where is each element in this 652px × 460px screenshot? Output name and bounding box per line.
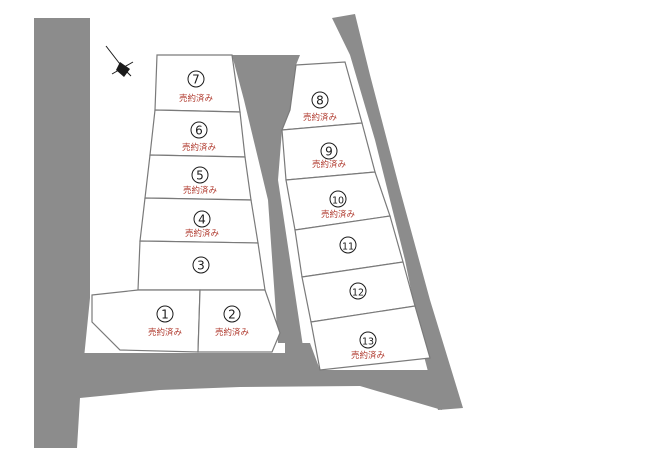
lot-7-number-ring: [187, 70, 205, 88]
lot-13-number-ring: [359, 331, 377, 349]
lot-9-number: 9: [325, 145, 333, 159]
lot-1[interactable]: [91, 289, 201, 353]
lot-5-number: 5: [196, 169, 204, 183]
lot-5-number-ring: [191, 166, 209, 184]
lot-2[interactable]: [197, 289, 281, 353]
lot-4-number-ring: [193, 210, 211, 228]
lot-5-sold-label: 売約済み: [183, 185, 218, 196]
lot-6-number: 6: [195, 124, 203, 138]
lot-13-sold-label: 売約済み: [351, 350, 386, 361]
lot-8-sold-label: 売約済み: [303, 112, 338, 123]
lot-11-number: 11: [342, 242, 354, 253]
lot-3-number: 3: [197, 259, 205, 273]
lot-8-number: 8: [316, 94, 324, 108]
lot-2-sold-label: 売約済み: [215, 327, 250, 338]
lot-13[interactable]: [310, 305, 431, 371]
lot-7-sold-label: 売約済み: [179, 93, 214, 104]
road-bottom: [80, 343, 442, 410]
lot-2-number: 2: [228, 308, 236, 322]
lot-1-sold-label: 売約済み: [148, 327, 183, 338]
lot-12-number: 12: [352, 288, 364, 299]
lot-4-number: 4: [198, 213, 206, 227]
lot-6-sold-label: 売約済み: [182, 142, 217, 153]
lot-6-number-ring: [190, 121, 208, 139]
lot-1-number: 1: [161, 308, 169, 322]
north-arrow-icon: [105, 45, 134, 77]
lot-10-number: 10: [332, 196, 344, 207]
lot-1-number-ring: [156, 305, 174, 323]
lots-right-block: [281, 61, 431, 371]
road-right: [332, 14, 463, 410]
lot-2-number-ring: [223, 305, 241, 323]
lot-11-number-ring: [339, 236, 357, 254]
lot-10-number-ring: [329, 190, 347, 208]
road-left: [34, 18, 90, 448]
lot-9-sold-label: 売約済み: [312, 159, 347, 170]
lot-4-sold-label: 売約済み: [185, 228, 220, 239]
road-center: [232, 55, 305, 360]
lot-7-number: 7: [192, 73, 200, 87]
lot-10-sold-label: 売約済み: [321, 209, 356, 220]
roads: [34, 14, 463, 448]
lot-3-number-ring: [192, 256, 210, 274]
lot-13-number: 13: [362, 337, 374, 348]
lot-8-number-ring: [311, 91, 329, 109]
lot-9-number-ring: [320, 142, 338, 160]
lot-12-number-ring: [349, 282, 367, 300]
lots-left-block: [91, 54, 281, 353]
